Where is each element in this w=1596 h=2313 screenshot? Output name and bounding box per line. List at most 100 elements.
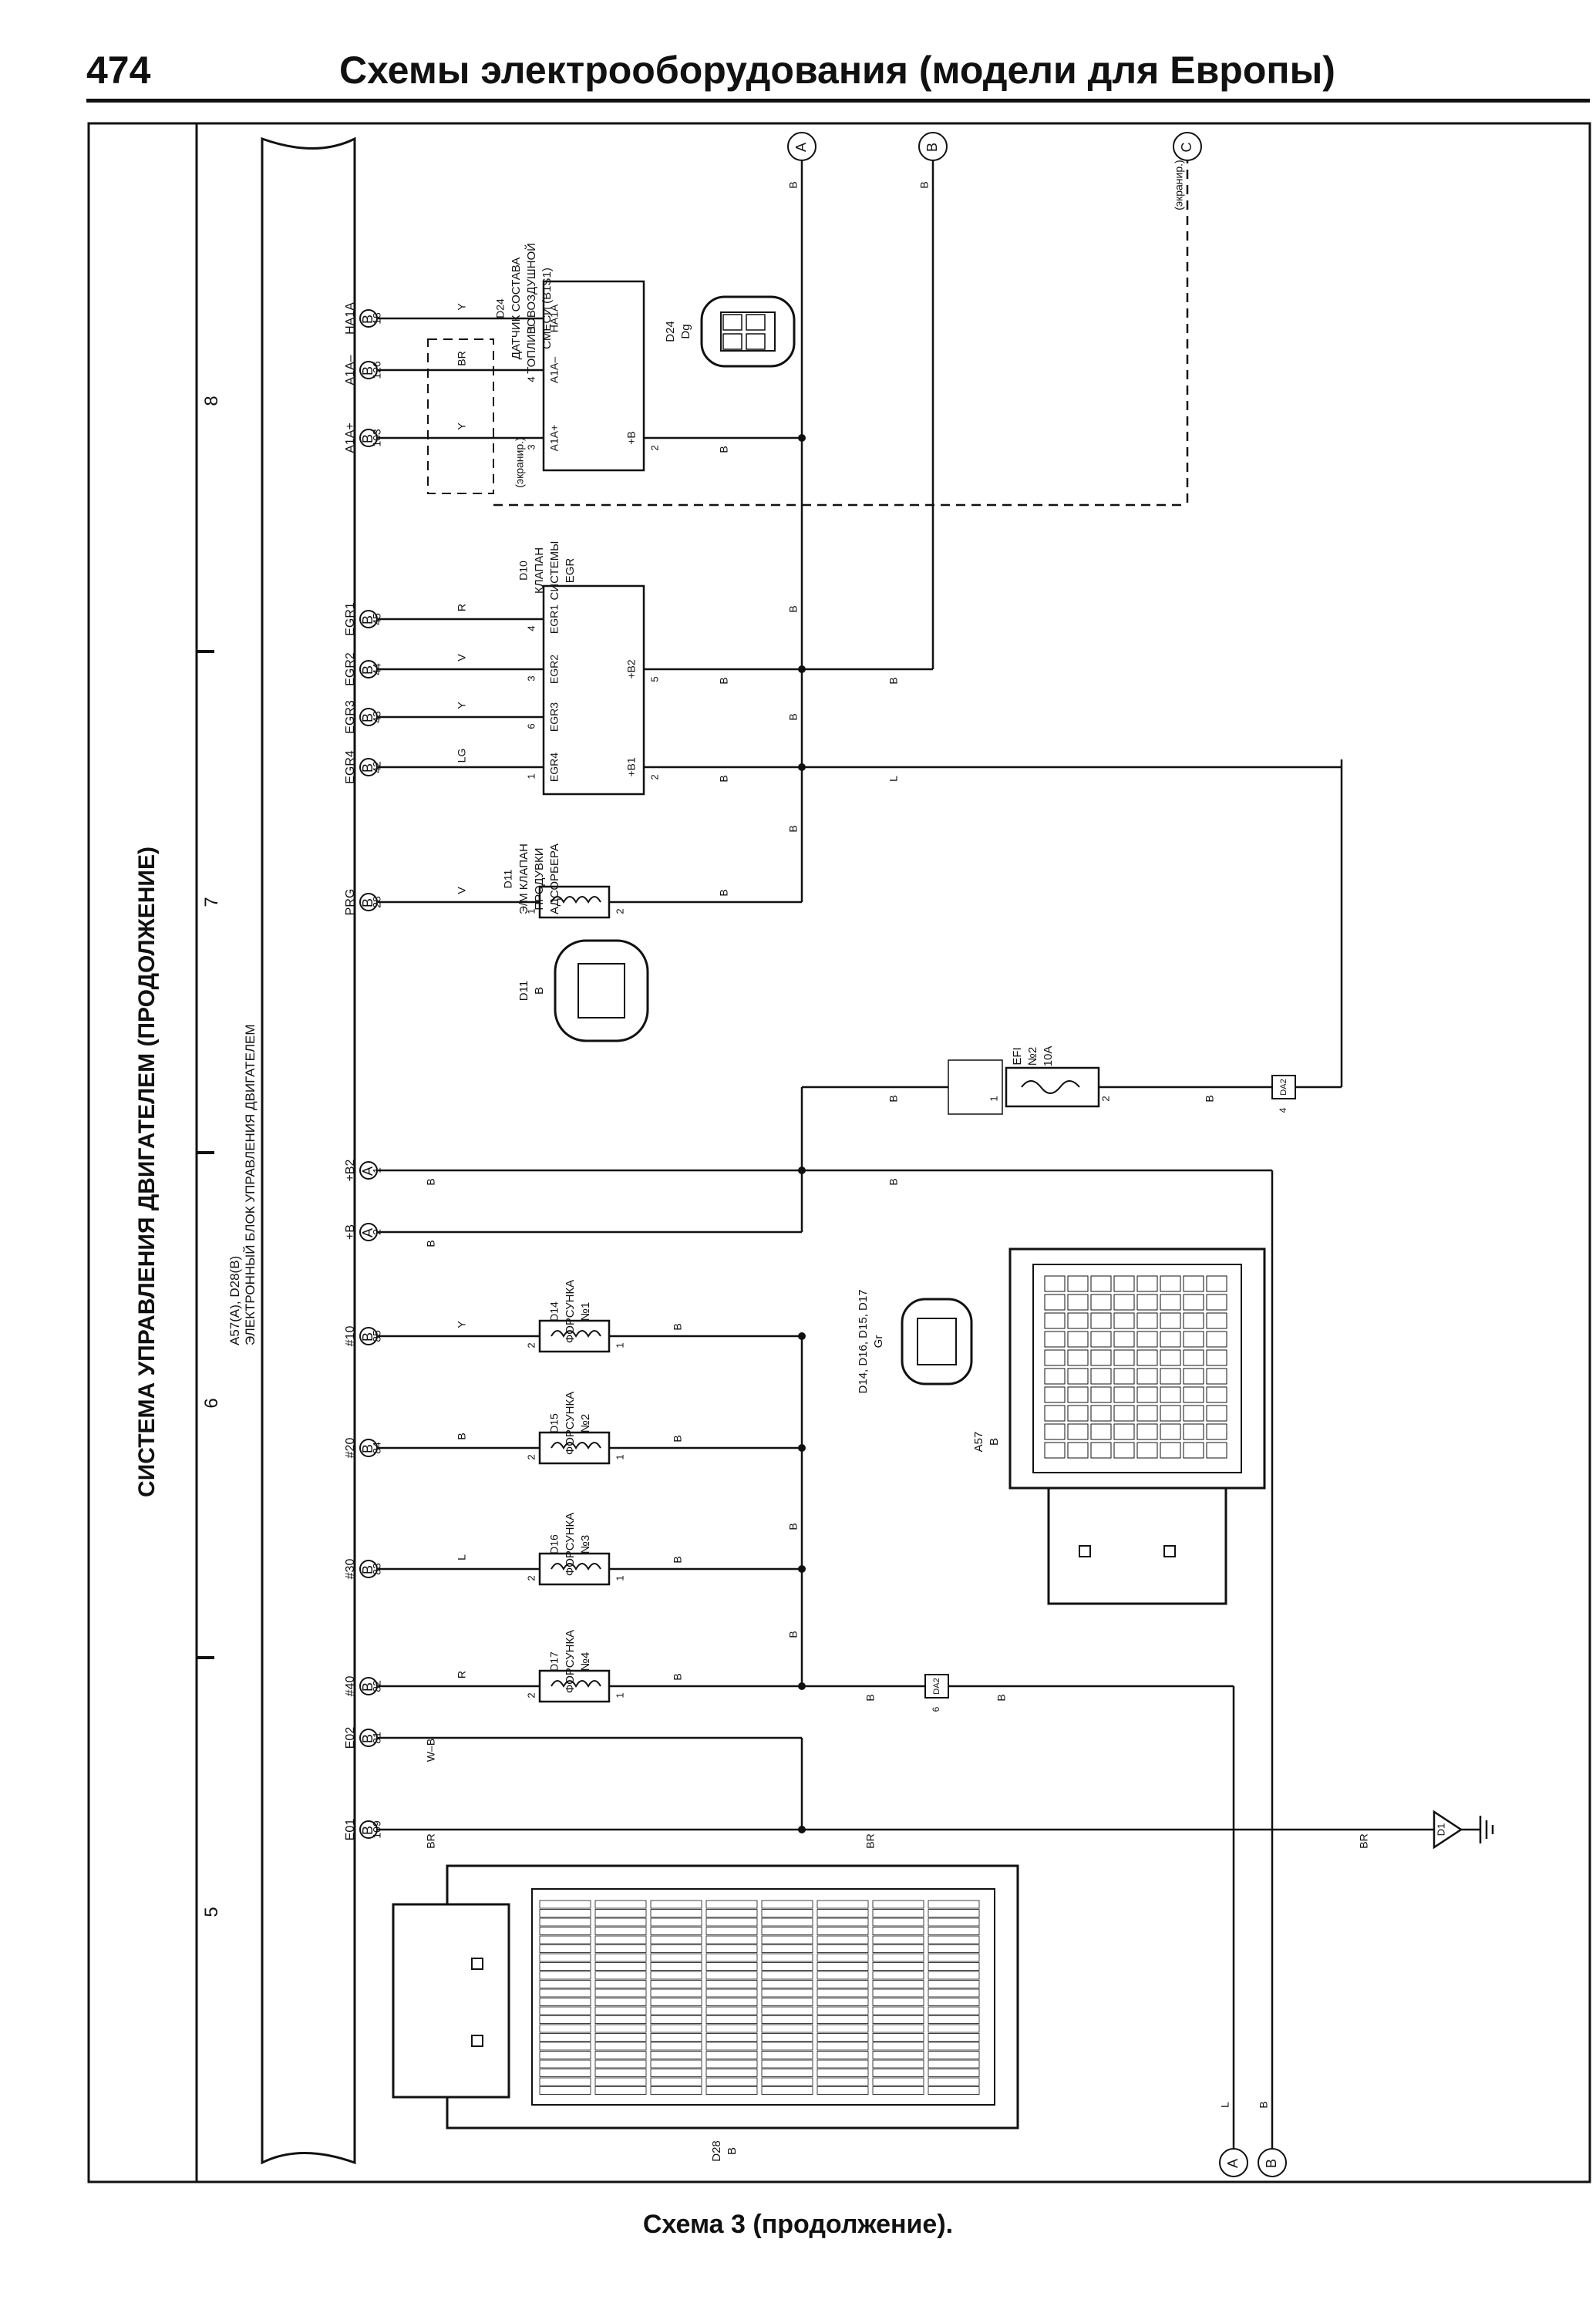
ecu-pin-number: 2: [371, 1229, 383, 1235]
component-name: ТОПЛИВОВОЗДУШНОЙ: [524, 243, 538, 374]
wire-junction: [798, 763, 806, 771]
wire-junction: [798, 1826, 806, 1833]
wire-junction: [798, 434, 806, 442]
d28-pin-cell: [650, 2024, 702, 2033]
d28-pin-cell: [761, 1900, 813, 1909]
offpage-connector-a-letter: A: [793, 143, 809, 152]
ecu-pin-name: EGR1: [344, 602, 357, 636]
d28-pin-cell: [928, 1900, 980, 1909]
wire-color-label: R: [456, 604, 468, 611]
ecu-pin-name: +B2: [344, 1159, 357, 1181]
d28-pin-cell: [928, 1971, 980, 1980]
component-name: АДСОРБЕРА: [548, 843, 561, 914]
d28-pin-cell: [761, 2069, 813, 2077]
d28-pin-cell: [594, 2086, 647, 2095]
ecu-pin-B-letter: B: [360, 1332, 375, 1342]
fuse-body: [1005, 1066, 1100, 1108]
pin-number: 6: [931, 1706, 941, 1712]
a57-latch-hole: [1163, 1545, 1176, 1557]
d28-pin-cell: [817, 2006, 869, 2015]
d28-pin-cell: [817, 1980, 869, 1988]
section-number-7: 7: [201, 897, 222, 907]
d28-pin-cell: [650, 1962, 702, 1971]
fuse-label: 10A: [1042, 1046, 1055, 1067]
af-pin-label: +B: [625, 431, 638, 445]
ground-triangle: [1433, 1810, 1463, 1850]
d28-pin-cell: [539, 1927, 591, 1935]
d28-pin-cell: [650, 1909, 702, 1917]
ecu-pin-B: [359, 758, 378, 776]
a57-pin-cell: [1044, 1331, 1066, 1348]
af-pin-label: HA1A: [548, 304, 561, 332]
d28-pin-cell: [817, 1962, 869, 1971]
d28-pin-cell: [650, 1988, 702, 1998]
pin-number: 2: [525, 1575, 537, 1581]
ecu-pin-A-letter: A: [360, 1167, 375, 1176]
d28-pin-cell: [594, 1971, 647, 1980]
d28-pin-cell: [705, 1962, 758, 1971]
component-name: ФОРСУНКА: [564, 1392, 577, 1455]
connector-views: [392, 295, 1266, 2130]
egr-pin-label: +B2: [625, 659, 638, 679]
connector-color: Dg: [679, 324, 692, 338]
d28-pin-cell: [705, 2051, 758, 2059]
wire-color-label: B: [787, 825, 800, 832]
d28-pin-cell: [594, 1917, 647, 1927]
injector-coil-icon: [551, 1442, 601, 1450]
pin-number: 1: [525, 773, 537, 779]
d28-pin-cell: [817, 1900, 869, 1909]
ecu-pin-B-letter: B: [360, 898, 375, 907]
d28-latch: [392, 1903, 510, 2099]
components: [359, 132, 1463, 2177]
d28-pin-cell: [650, 1944, 702, 1953]
component-name: ФОРСУНКА: [564, 1513, 577, 1576]
d28-pin-cell: [761, 1988, 813, 1998]
d28-pin-cell: [872, 1900, 924, 1909]
fuse-label: №2: [1026, 1047, 1039, 1066]
d28-pin-cell: [705, 1900, 758, 1909]
pin-number: 4: [525, 625, 537, 631]
wire-color-label: B: [718, 889, 730, 896]
a57-pin-cell: [1206, 1442, 1227, 1459]
d28-pin-cell: [872, 1944, 924, 1953]
a57-pin-cell: [1183, 1294, 1204, 1311]
offpage-connector-b-bottom: [1258, 2148, 1287, 2177]
a57-pin-cell: [1160, 1423, 1181, 1440]
section-number-6: 6: [201, 1398, 222, 1408]
wire-color-label: B: [456, 1433, 468, 1439]
d28-pin-cell: [761, 2051, 813, 2059]
d28-pin-cell: [594, 1998, 647, 2006]
d28-pin-cell: [928, 2033, 980, 2042]
pin-number: 1: [614, 1575, 625, 1581]
d28-pin-cell: [817, 2069, 869, 2077]
af-pin-label: A1A–: [548, 357, 561, 383]
ecu-pin-B-letter: B: [360, 1826, 375, 1835]
wire-color-label: B: [1204, 1095, 1216, 1102]
a57-pin-cell: [1067, 1386, 1089, 1403]
d28-pin-cell: [928, 1927, 980, 1935]
wire-color-label: W–B: [425, 1739, 437, 1762]
ecu-pin-B-letter: B: [360, 366, 375, 375]
pin-number: 1: [614, 1454, 625, 1460]
ecu-pin-B-letter: B: [360, 1444, 375, 1453]
component-name: Э/М КЛАПАН: [517, 843, 530, 914]
fuse-label: EFI: [1011, 1047, 1024, 1065]
component-name: ФОРСУНКА: [564, 1280, 577, 1343]
d28-pin-cell: [928, 1980, 980, 1988]
a57-pin-cell: [1067, 1349, 1089, 1366]
ecu-pin-number: 42: [371, 761, 383, 773]
wire-color-label: BR: [456, 351, 468, 365]
ecu-pin-number: 103: [371, 429, 383, 447]
component-name: EGR: [564, 558, 577, 584]
wire-color-label: B: [672, 1556, 684, 1563]
ecu-pin-B-letter: B: [360, 1682, 375, 1692]
egr-pin-label: +B1: [625, 757, 638, 777]
d28-latch-hole: [471, 2035, 483, 2047]
ecu-pin-B: [359, 1729, 378, 1747]
d28-pin-cell: [928, 2042, 980, 2051]
a57-pin-cell: [1090, 1405, 1112, 1422]
d28-pin-cell: [817, 2086, 869, 2095]
header-rule: [86, 99, 1590, 103]
d28-pin-cell: [594, 2033, 647, 2042]
